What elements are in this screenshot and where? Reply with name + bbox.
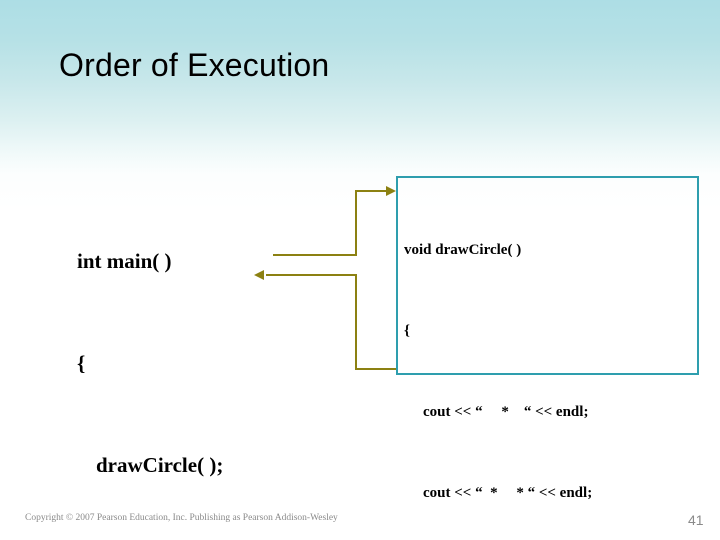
page-title: Order of Execution [59,47,330,83]
return-arrow-segment-vertical [355,274,357,370]
call-arrowhead-icon [386,186,396,196]
call-arrow-segment-horizontal-lower [273,254,357,256]
code-line-main-open-brace: { [77,351,86,375]
footer-copyright-text: Copyright © 2007 Pearson Education, Inc.… [25,513,338,523]
code-line-cout-row2: cout << “ * * “ << endl; [423,485,593,501]
code-line-drawcircle-open-brace: { [404,323,410,339]
code-line-drawcircle-signature: void drawCircle( ) [404,242,522,258]
return-arrowhead-icon [254,270,264,280]
code-line-main-signature: int main( ) [77,249,172,273]
return-arrow-segment-horizontal-lower [355,368,398,370]
main-function-code-block: int main( ) { drawCircle( ); drawTriangl… [77,176,248,540]
drawcircle-function-box [396,176,699,375]
return-arrow-segment-horizontal-upper [266,274,357,276]
code-line-cout-row1: cout << “ * “ << endl; [423,404,589,420]
call-arrow-segment-horizontal-upper [355,190,387,192]
call-arrow-segment-vertical [355,190,357,256]
footer-page-number: 41 [688,512,704,528]
code-line-call-drawcircle: drawCircle( ); [96,453,224,477]
drawcircle-function-code-block: void drawCircle( ) { cout << “ * “ << en… [404,183,625,540]
